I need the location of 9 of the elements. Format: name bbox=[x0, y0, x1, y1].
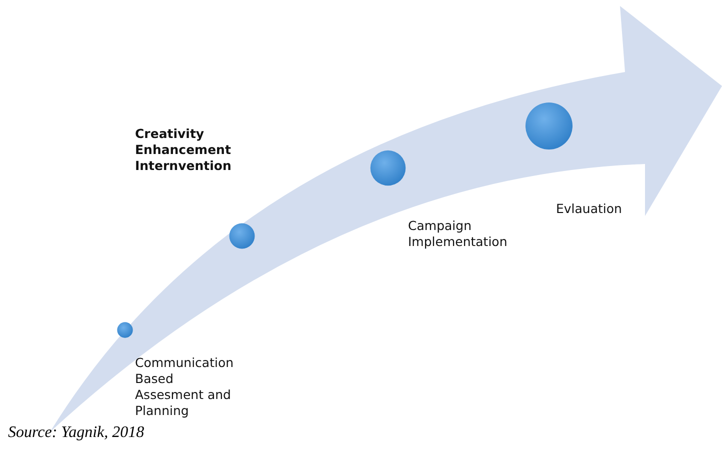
step-label: Evlauation bbox=[556, 201, 623, 217]
step-label: Creativity Enhancement Internvention bbox=[135, 126, 232, 174]
step-label: Campaign Implementation bbox=[408, 218, 508, 250]
step-label: Communication Based Assesment and Planning bbox=[135, 355, 235, 419]
step-circle bbox=[117, 322, 133, 338]
step-circle bbox=[525, 102, 573, 150]
step-circle bbox=[370, 150, 406, 186]
source-caption: Source: Yagnik, 2018 bbox=[8, 424, 144, 442]
step-circle bbox=[229, 223, 255, 249]
